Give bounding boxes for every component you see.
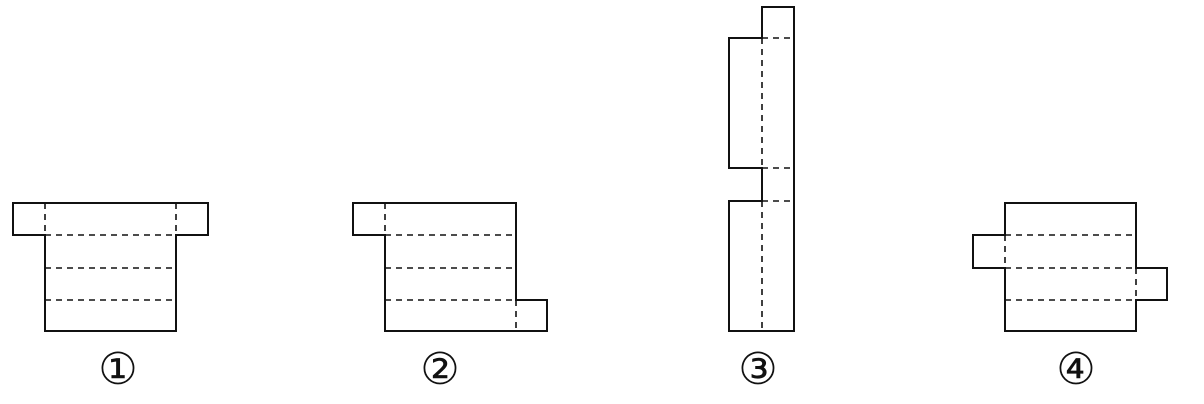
net-3-label: ③ (738, 344, 778, 395)
net-4 (972, 202, 1168, 332)
net-4-label: ④ (1056, 344, 1096, 395)
net-2-label: ② (420, 344, 460, 395)
net-4-outline (972, 202, 1168, 332)
net-1-label: ① (98, 344, 138, 395)
net-2-outline (352, 202, 548, 332)
net-1-outline (12, 202, 209, 332)
net-3 (728, 6, 795, 332)
net-2 (352, 202, 548, 332)
net-1 (12, 202, 209, 332)
